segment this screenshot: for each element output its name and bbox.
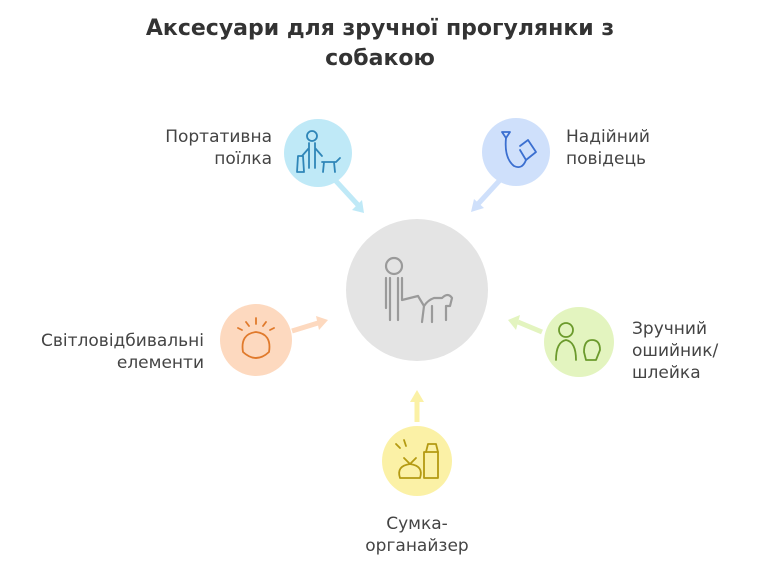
reflective-circle (220, 304, 292, 376)
person-with-dog-collar-icon (555, 322, 601, 361)
diagram-title: Аксесуари для зручної прогулянки з собак… (80, 14, 680, 74)
bag-circle (382, 426, 452, 496)
label-line: поїлка (214, 149, 272, 169)
center-circle (346, 219, 488, 361)
label-line: елементи (116, 353, 204, 373)
label-leash: Надійний повідець (566, 126, 716, 170)
leash-icon (501, 131, 537, 169)
water-bottle-circle (284, 119, 352, 187)
label-line: шлейка (632, 363, 701, 383)
label-collar: Зручний ошийник/ шлейка (632, 318, 757, 384)
leash-circle (482, 118, 550, 186)
collar-arrow (517, 319, 543, 335)
bag-and-pouch-icon (395, 439, 439, 479)
label-line: Надійний (566, 127, 650, 147)
label-reflective: Світловідбивальні елементи (20, 330, 204, 374)
reflective-head-icon (237, 317, 275, 359)
label-line: Світловідбивальні (41, 331, 204, 351)
label-line: повідець (566, 149, 647, 169)
leash-arrow (476, 178, 502, 206)
label-line: ошийник/ (632, 341, 719, 361)
label-line: органайзер (365, 536, 469, 556)
title-line-1: Аксесуари для зручної прогулянки з (145, 16, 615, 41)
water-bottle-arrow (333, 178, 360, 207)
label-water-bottle: Портативна поїлка (120, 126, 272, 170)
person-with-dog-and-bottle-icon (296, 130, 341, 173)
label-bag: Сумка- органайзер (337, 513, 497, 557)
label-line: Портативна (165, 127, 272, 147)
person-walking-dog-icon (384, 256, 454, 324)
label-line: Сумка- (386, 514, 448, 534)
title-line-2: собакою (325, 46, 435, 71)
reflective-arrow (291, 320, 319, 334)
label-line: Зручний (632, 319, 708, 339)
collar-circle (544, 307, 614, 377)
